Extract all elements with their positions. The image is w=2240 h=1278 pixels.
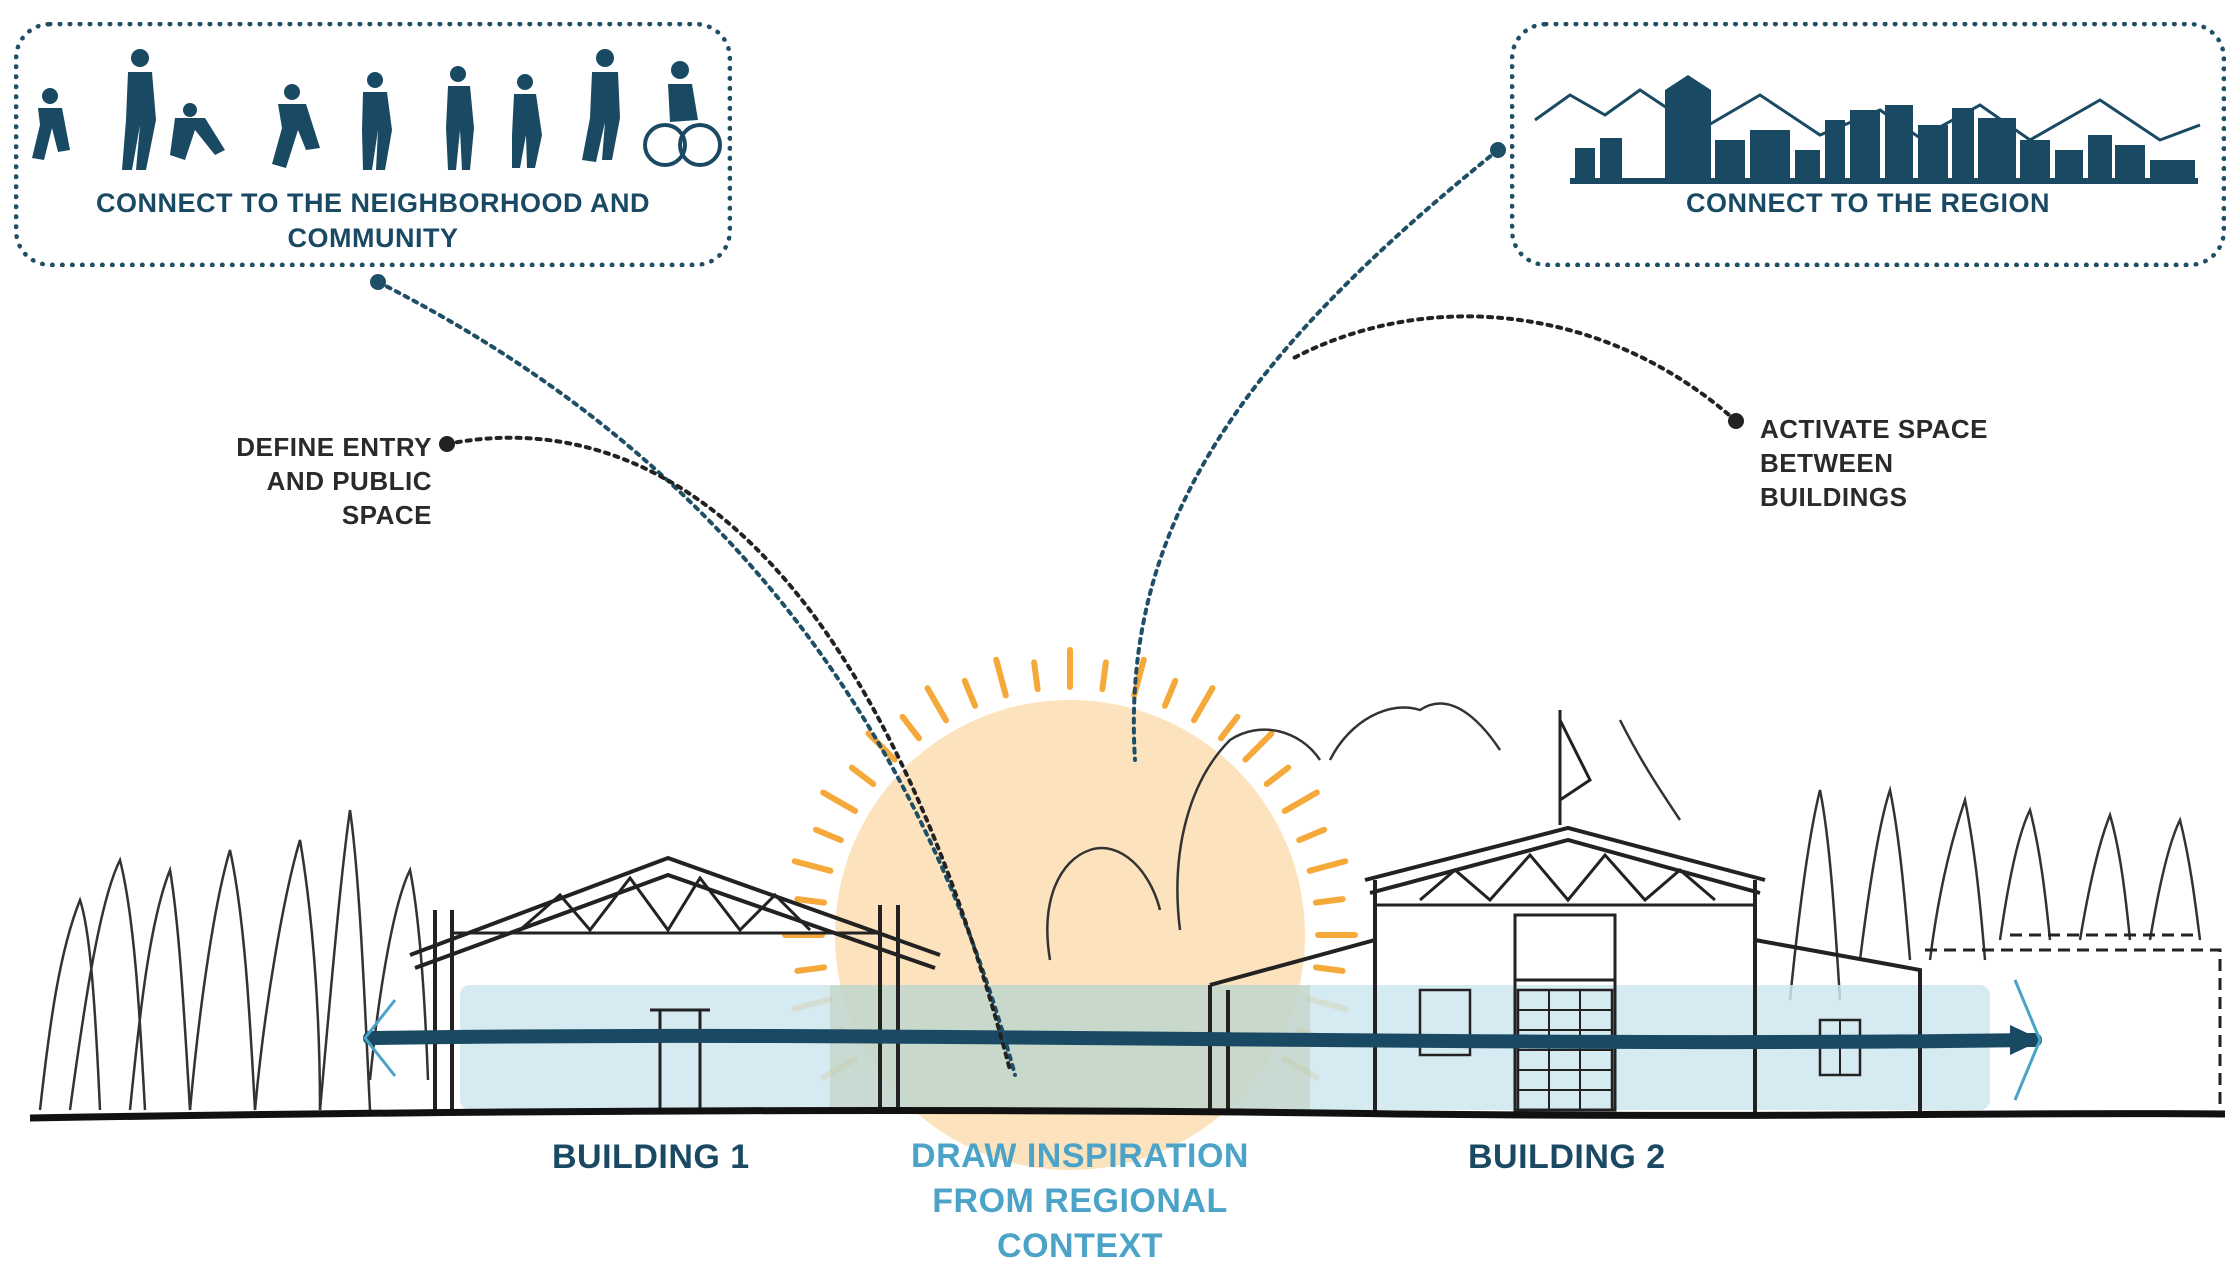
inspiration-line2: FROM REGIONAL (932, 1182, 1228, 1220)
sun-ray (1263, 764, 1292, 788)
neighborhood-callout-box (14, 22, 732, 267)
sun-ray (794, 964, 828, 974)
sun-ray (1161, 677, 1179, 709)
sun-ray (1031, 659, 1041, 693)
neighborhood-title-line1: CONNECT TO THE NEIGHBORHOOD AND (95, 188, 650, 218)
trees-left-sketch (38, 809, 430, 1111)
sun-ray (1217, 713, 1241, 742)
sun-ray (1312, 964, 1346, 974)
people-figures-icon (32, 49, 722, 170)
inspiration-line3: CONTEXT (997, 1227, 1163, 1265)
region-callout-box (1510, 22, 2226, 267)
activate-line2: BETWEEN (1760, 448, 1894, 478)
sun-ray (848, 764, 877, 788)
neighborhood-callout-title: CONNECT TO THE NEIGHBORHOOD AND COMMUNIT… (14, 186, 732, 256)
building-1-sketch (409, 855, 941, 1112)
ground-line (29, 1107, 2226, 1122)
sun-ray (1242, 730, 1275, 763)
sun-ray (1281, 789, 1320, 814)
entry-annotation: DEFINE ENTRY AND PUBLIC SPACE (200, 430, 432, 532)
entry-line3: SPACE (341, 500, 432, 530)
sun-ray (812, 826, 844, 844)
inspiration-line1: DRAW INSPIRATION (911, 1137, 1249, 1175)
circulation-arrow-icon (363, 979, 2042, 1101)
building-2-label: BUILDING 2 (1468, 1138, 1666, 1176)
sun-ray (899, 713, 923, 742)
activate-line1: ACTIVATE SPACE (1760, 414, 1989, 444)
inspiration-label: DRAW INSPIRATION FROM REGIONAL CONTEXT (880, 1134, 1280, 1269)
sun-ray (961, 677, 979, 709)
sun-ray (1312, 896, 1346, 906)
sun-ray (794, 896, 828, 906)
sun-ray (1296, 826, 1328, 844)
trees-right-sketch (1046, 702, 2202, 1001)
sun-ray (993, 656, 1009, 699)
entry-line1: DEFINE ENTRY (236, 432, 432, 462)
building-1-label: BUILDING 1 (552, 1138, 750, 1176)
leader-lines (376, 148, 1738, 1077)
city-skyline-icon (1534, 75, 2201, 184)
sun-ray (1191, 685, 1216, 724)
activate-annotation: ACTIVATE SPACE BETWEEN BUILDINGS (1760, 412, 2040, 514)
sun-ray (1099, 659, 1109, 693)
sun-ray (1306, 858, 1349, 874)
circulation-band (460, 985, 1990, 1110)
sun-ray (820, 789, 859, 814)
region-callout-title: CONNECT TO THE REGION (1685, 188, 2051, 218)
activate-line3: BUILDINGS (1760, 482, 1908, 512)
sun-ray (924, 685, 949, 724)
building-2-sketch (1208, 710, 2222, 1112)
neighborhood-title-line2: COMMUNITY (287, 223, 459, 253)
sun-ray (791, 858, 834, 874)
entry-line2: AND PUBLIC (266, 466, 432, 496)
